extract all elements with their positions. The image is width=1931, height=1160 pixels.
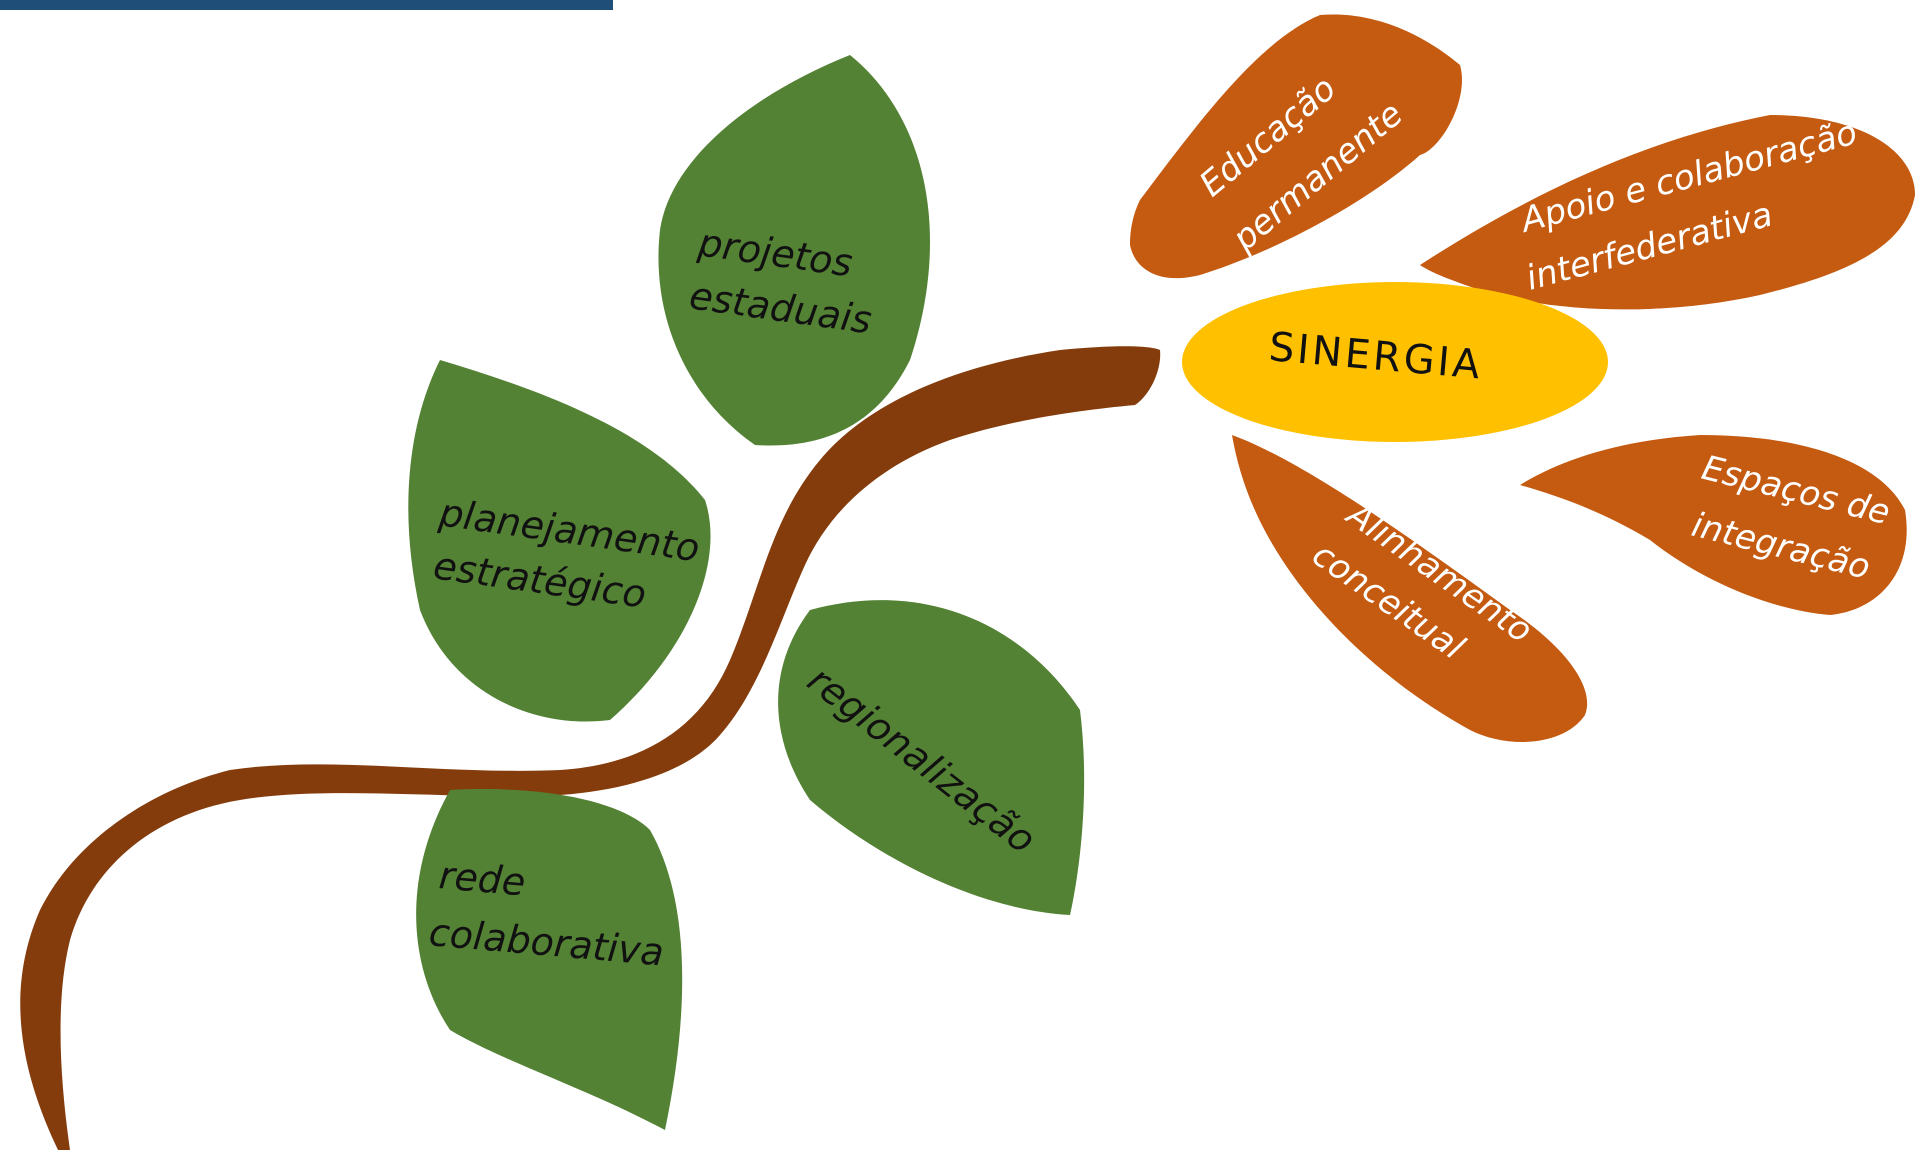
leaf-shape [408, 360, 711, 722]
petal-shape [1232, 435, 1588, 742]
petal-shape [1520, 435, 1907, 615]
leaf-regionalizacao: regionalização [778, 600, 1085, 915]
leaf-shape [778, 600, 1085, 915]
leaf-shape [416, 789, 683, 1130]
leaf-rede-colaborativa: rede colaborativa [416, 789, 683, 1130]
petal-shape [1130, 14, 1462, 279]
petal-apoio-colaboracao: Apoio e colaboração interfederativa [1420, 113, 1915, 310]
leaf-projetos-estaduais: projetos estaduais [658, 55, 930, 446]
leaf-shape [658, 55, 930, 446]
petal-shape [1420, 115, 1915, 310]
leaf-planejamento-estrategico: planejamento estratégico [408, 360, 711, 722]
top-bar [0, 0, 613, 10]
center-node: SINERGIA [1182, 282, 1608, 442]
petal-educacao-permanente: Educação permanente [1130, 14, 1462, 279]
leaf-label-line1: rede [437, 853, 527, 904]
center-ellipse [1182, 282, 1608, 442]
petal-espacos-integracao: Espaços de integração [1520, 435, 1907, 615]
